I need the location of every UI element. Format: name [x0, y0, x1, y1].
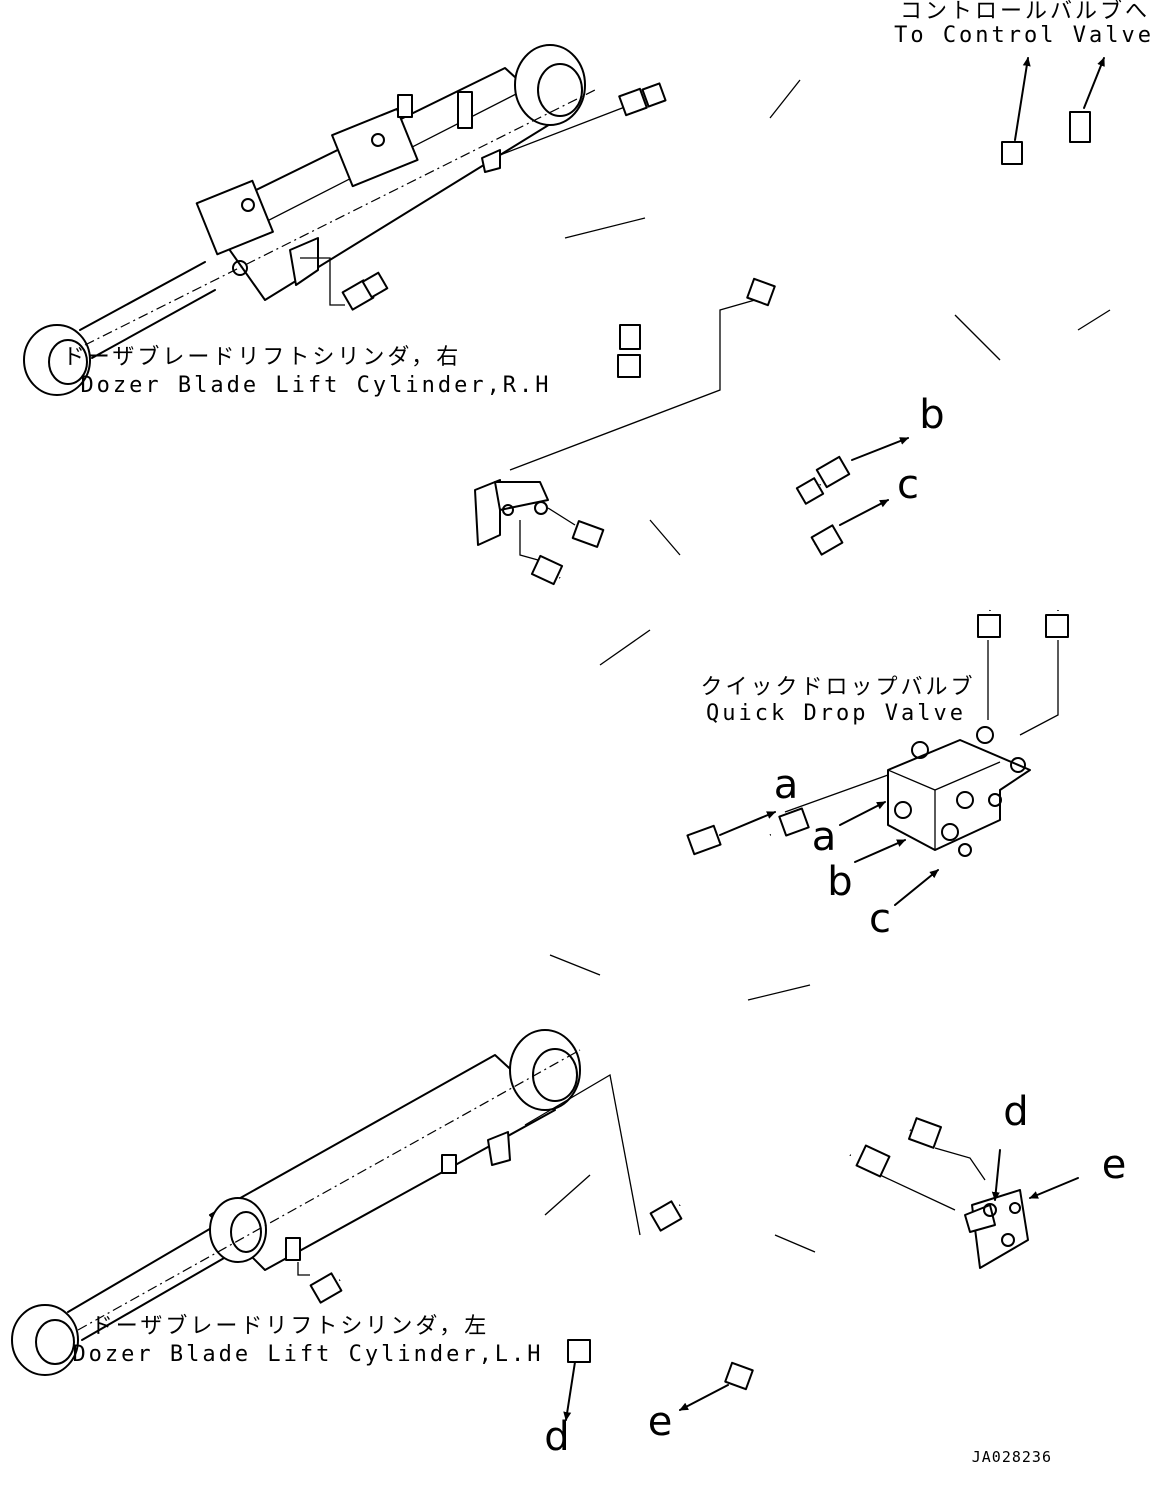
connection-letter-b-valve: b	[827, 859, 852, 905]
connection-letter-d-bottom: d	[544, 1414, 569, 1460]
connection-letter-e-bottom: e	[648, 1399, 673, 1445]
upper-tee-and-hoses	[474, 437, 909, 666]
lh-lift-cylinder	[11, 1029, 641, 1376]
rh-hoses	[341, 77, 801, 471]
connection-letter-c-valve: c	[869, 896, 891, 942]
connection-letter-c-top: c	[897, 462, 919, 508]
quick-drop-valve-label-en: Quick Drop Valve	[706, 701, 966, 726]
lh-cylinder-label-en: Dozer Blade Lift Cylinder,L.H	[72, 1342, 543, 1367]
rh-cylinder-label-jp: ドーザブレードリフトシリンダ，右	[63, 345, 461, 370]
connection-letter-d-tee: d	[1003, 1089, 1028, 1135]
quick-drop-valve	[784, 726, 1031, 906]
rh-lift-cylinder	[23, 44, 631, 396]
lh-hoses	[309, 1154, 816, 1421]
control-valve-label-en: To Control Valve	[894, 23, 1154, 48]
control-valve-label-jp: コントロールバルブへ	[900, 0, 1150, 24]
control-valve-hoses	[954, 57, 1111, 736]
connection-letter-b-top: b	[919, 392, 944, 438]
drawing-code: JA028236	[972, 1448, 1052, 1466]
lh-cylinder-label-jp: ドーザブレードリフトシリンダ，左	[91, 1314, 489, 1339]
connection-letter-a-top: a	[774, 762, 799, 808]
middle-hoses	[549, 807, 986, 1211]
quick-drop-valve-label-jp: クイックドロップバルブ	[700, 675, 975, 700]
rh-cylinder-label-en: Dozer Blade Lift Cylinder,R.H	[80, 373, 551, 398]
lower-tee	[964, 1149, 1079, 1269]
connection-letter-a-valve: a	[812, 814, 837, 860]
connection-letter-e-tee: e	[1102, 1142, 1127, 1188]
